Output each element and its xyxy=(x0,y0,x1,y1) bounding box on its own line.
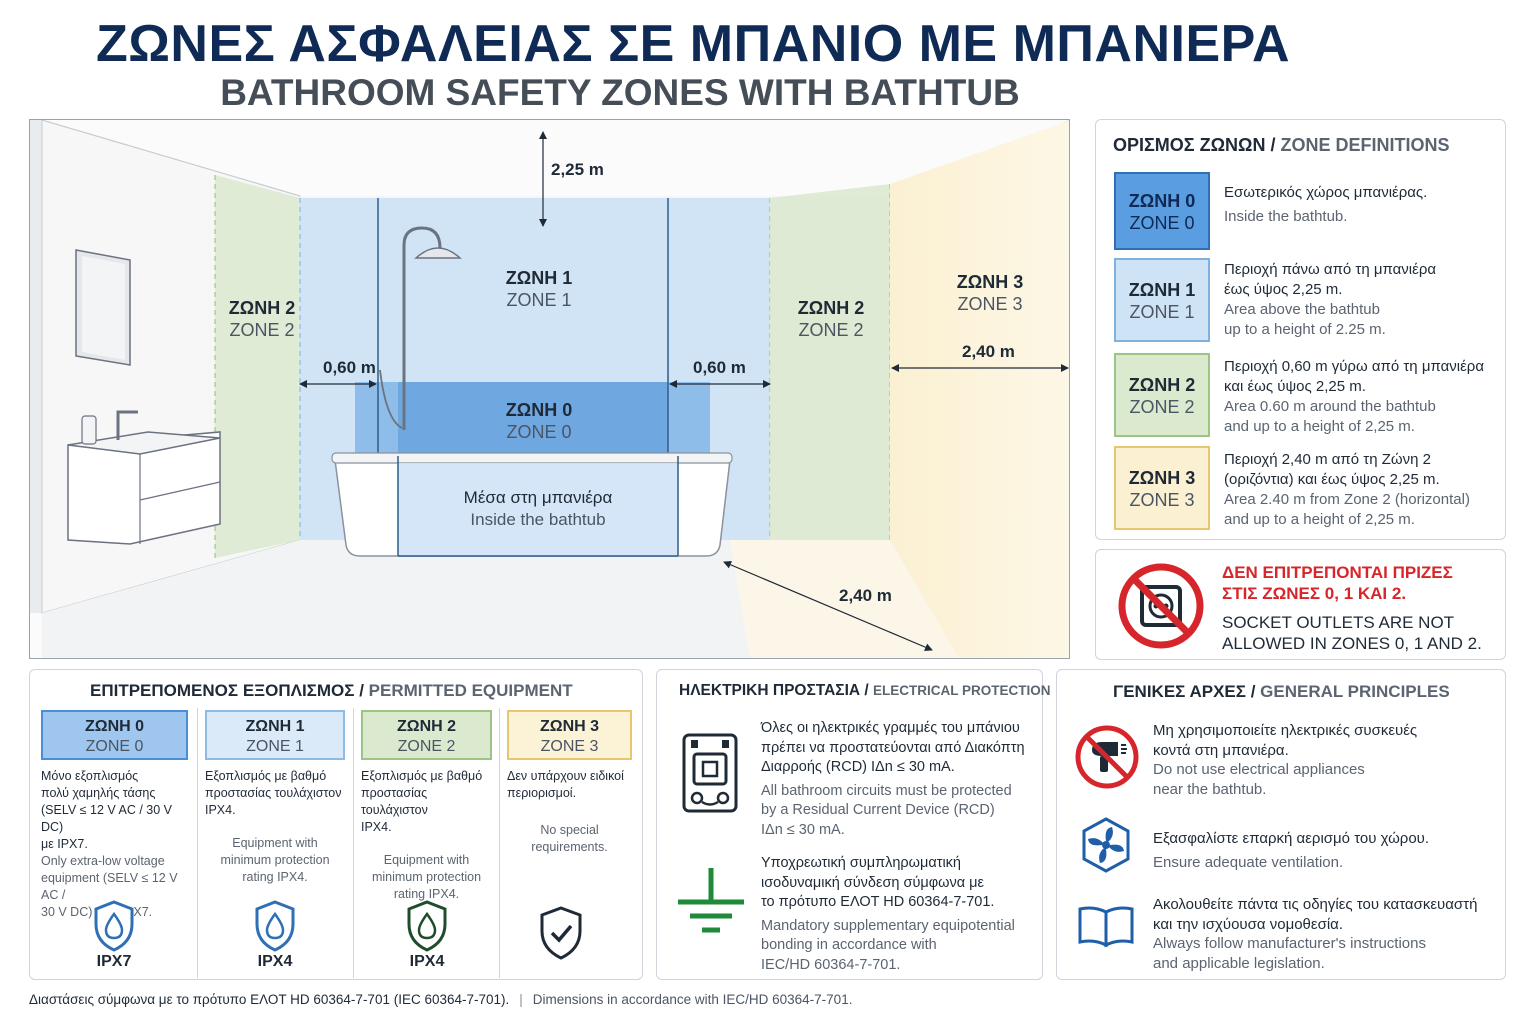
divider xyxy=(197,708,198,978)
dim-floor-240: 2,40 m xyxy=(839,586,892,605)
permitted-equipment-title: ΕΠΙΤΡΕΠΟΜΕΝΟΣ ΕΞΟΠΛΙΣΜΟΣ / PERMITTED EQU… xyxy=(90,681,573,700)
page-subtitle: BATHROOM SAFETY ZONES WITH BATHTUB xyxy=(220,72,1020,113)
no-hairdryer-icon xyxy=(1075,725,1139,789)
footer-note: Διαστάσεις σύμφωνα με το πρότυπο ΕΛΟΤ HD… xyxy=(29,992,853,1007)
book-icon xyxy=(1078,906,1134,948)
soap-bottle xyxy=(81,415,97,445)
divider xyxy=(499,708,500,978)
zone0-area xyxy=(355,382,710,456)
water-shield-icon xyxy=(94,900,134,952)
def-zone3-text: Περιοχή 2,40 m από τη Ζώνη 2(οριζόντια) … xyxy=(1224,451,1470,528)
shower-head xyxy=(414,247,462,259)
no-socket-icon xyxy=(1118,563,1204,649)
principle-follow-instructions: Ακολουθείτε πάντα τις οδηγίες του κατασκ… xyxy=(1153,896,1478,972)
sink-cabinet xyxy=(67,431,221,545)
zone2-left-area xyxy=(215,175,300,558)
zone2-right-area xyxy=(770,184,890,540)
rating-ipx7: IPX7 xyxy=(96,953,132,970)
electrical-protection-title: ΗΛΕΚΤΡΙΚΗ ΠΡΟΣΤΑΣΙΑ / ELECTRICAL PROTECT… xyxy=(679,682,1051,699)
principle-ventilation: Εξασφαλίστε επαρκή αερισμό του χώρου. En… xyxy=(1153,830,1430,871)
def-zone0-text: Εσωτερικός χώρος μπανιέρας. Inside the b… xyxy=(1224,184,1428,225)
water-shield-icon xyxy=(407,900,447,952)
water-shield-icon xyxy=(255,900,295,952)
shower-pipe xyxy=(402,226,442,425)
fan-icon xyxy=(1082,817,1130,873)
rating-ipx4-zone1: IPX4 xyxy=(257,953,293,970)
rating-ipx4-zone2: IPX4 xyxy=(409,953,445,970)
zone-definitions-title: ΟΡΙΣΜΟΣ ΖΩΝΩΝ / ZONE DEFINITIONS xyxy=(1113,135,1450,155)
dim-left-060: 0,60 m xyxy=(323,358,376,377)
dim-zone3-240: 2,40 m xyxy=(962,342,1015,361)
divider xyxy=(353,708,354,978)
rcd-breaker-icon xyxy=(682,733,738,813)
zone3-area xyxy=(890,120,1069,658)
earth-ground-icon xyxy=(678,868,744,933)
faucet xyxy=(116,410,138,440)
check-shield-icon xyxy=(540,906,582,960)
page-title: ΖΩΝΕΣ ΑΣΦΑΛΕΙΑΣ ΣΕ ΜΠΑΝΙΟ ΜΕ ΜΠΑΝΙΕΡΑ xyxy=(95,15,1291,73)
left-wall-edge xyxy=(30,120,42,613)
general-principles-title: ΓΕΝΙΚΕΣ ΑΡΧΕΣ / GENERAL PRINCIPLES xyxy=(1113,682,1450,701)
dim-height-225: 2,25 m xyxy=(551,160,604,179)
dim-right-060: 0,60 m xyxy=(693,358,746,377)
electrical-protection-panel: ΗΛΕΚΤΡΙΚΗ ΠΡΟΣΤΑΣΙΑ / ELECTRICAL PROTECT… xyxy=(656,669,1051,980)
bathroom-illustration xyxy=(30,120,1069,658)
